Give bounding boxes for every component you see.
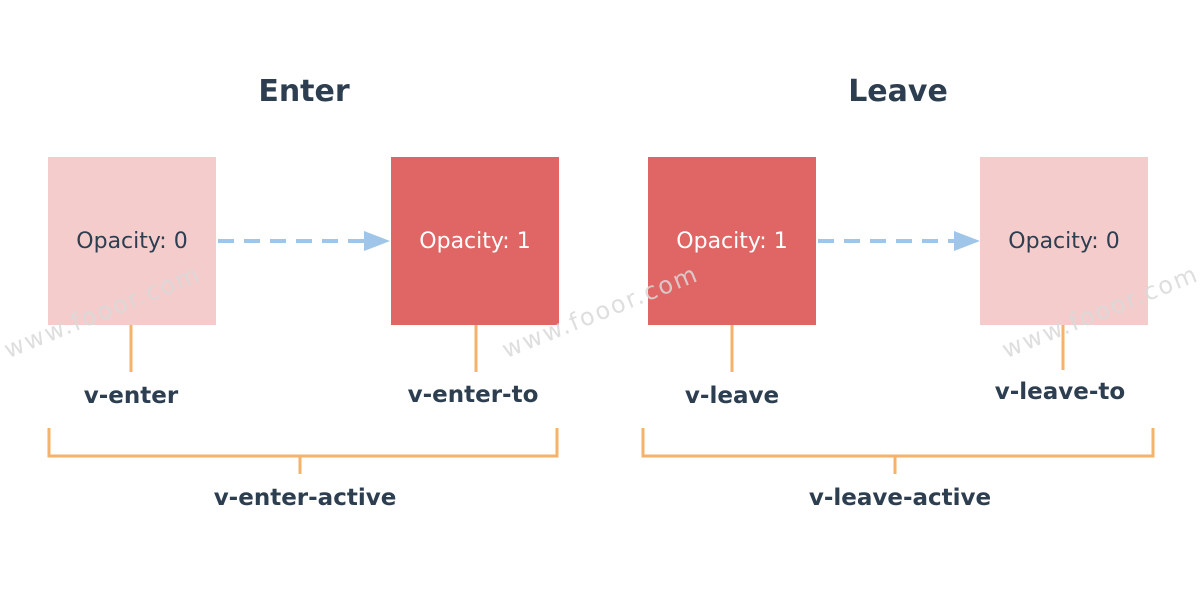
leave-end-box: Opacity: 0 <box>980 157 1148 325</box>
enter-end-box: Opacity: 1 <box>391 157 559 325</box>
enter-active-bracket <box>47 428 559 474</box>
leave-start-opacity: Opacity: 1 <box>676 228 788 254</box>
v-leave-label: v-leave <box>684 383 780 409</box>
enter-start-opacity: Opacity: 0 <box>76 228 188 254</box>
leave-active-bracket <box>641 428 1155 474</box>
v-enter-to-label: v-enter-to <box>407 382 539 408</box>
leave-end-opacity: Opacity: 0 <box>1008 228 1120 254</box>
enter-arrowhead <box>364 231 390 251</box>
enter-heading: Enter <box>258 74 350 109</box>
leave-start-box: Opacity: 1 <box>648 157 816 325</box>
v-enter-active-label: v-enter-active <box>213 485 397 511</box>
leave-arrowhead <box>954 231 980 251</box>
enter-end-opacity: Opacity: 1 <box>419 228 531 254</box>
enter-start-box: Opacity: 0 <box>48 157 216 325</box>
v-leave-to-label: v-leave-to <box>994 379 1126 405</box>
leave-heading: Leave <box>848 74 948 109</box>
v-leave-active-label: v-leave-active <box>808 485 992 511</box>
v-enter-label: v-enter <box>83 383 179 409</box>
